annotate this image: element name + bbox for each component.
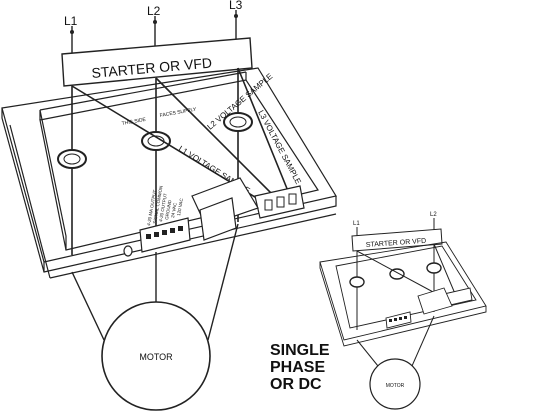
mounting-tray [1, 67, 337, 279]
l3-voltage-sample-label: L3 VOLTAGE SAMPLE [256, 109, 303, 186]
caption-line-3: OR DC [270, 376, 322, 393]
l2-label: L2 [147, 4, 161, 18]
l3-label: L3 [229, 0, 243, 12]
single-phase-caption: SINGLE PHASE OR DC [270, 342, 330, 393]
small-motor [369, 358, 421, 410]
sensor-enclosure [39, 71, 319, 251]
this-side-label: THIS SIDE [121, 117, 147, 127]
l1-label: L1 [64, 14, 78, 28]
small-l2-label: L2 [430, 212, 437, 218]
l2-terminal-dot [153, 20, 157, 24]
caption-line-1: SINGLE [270, 342, 330, 359]
small-terminal-blocks [385, 287, 473, 329]
signal-terminal-block [139, 217, 191, 253]
terminal-label-120vac: 120 VAC [176, 197, 184, 216]
output-connector-housing [191, 177, 259, 241]
voltage-terminal-block [254, 185, 305, 219]
l3-sensor-hole-inner [229, 116, 247, 128]
signal-terminal-labels: 4-20 MA OUTPUT SIGNAL COMMON 4-20 OUTPUT… [146, 185, 184, 226]
caption-line-2: PHASE [270, 359, 326, 376]
status-led [123, 245, 133, 257]
small-motor-label: MOTOR [386, 383, 405, 389]
small-mounting-tray [319, 241, 487, 347]
small-motor-leads [356, 315, 435, 367]
l2-sensor-hole [141, 131, 171, 151]
motor [101, 301, 211, 411]
terminal-label-ground: GROUND [164, 199, 173, 220]
line-conductors [71, 68, 239, 255]
l1-sensor-hole [57, 149, 87, 169]
terminal-label-signal-common: SIGNAL COMMON [152, 185, 164, 224]
terminal-label-4-20-output: 4-20 OUTPUT [158, 193, 168, 222]
l1-sensor-hole-inner [63, 153, 81, 165]
small-starter-label: STARTER OR VFD [366, 238, 427, 249]
terminal-label-4-20ma-output: 4-20 MA OUTPUT [146, 189, 157, 226]
l1-terminal-dot [70, 30, 74, 34]
l3-terminal-dot [234, 14, 238, 18]
small-sensor-holes [349, 262, 442, 288]
starter-box [61, 37, 253, 87]
small-starter-box [351, 228, 443, 252]
motor-label: MOTOR [139, 352, 173, 362]
small-conductors [356, 243, 457, 330]
small-l1-label: L1 [353, 221, 360, 227]
terminal-label-24vac: 24 VAC [170, 202, 178, 219]
faces-supply-label: FACES SUPPLY [159, 106, 197, 118]
single-phase-diagram: L1 L2 STARTER OR VFD [319, 212, 487, 410]
main-wiring-diagram: L1 L2 L3 STARTER OR VFD [1, 0, 337, 411]
